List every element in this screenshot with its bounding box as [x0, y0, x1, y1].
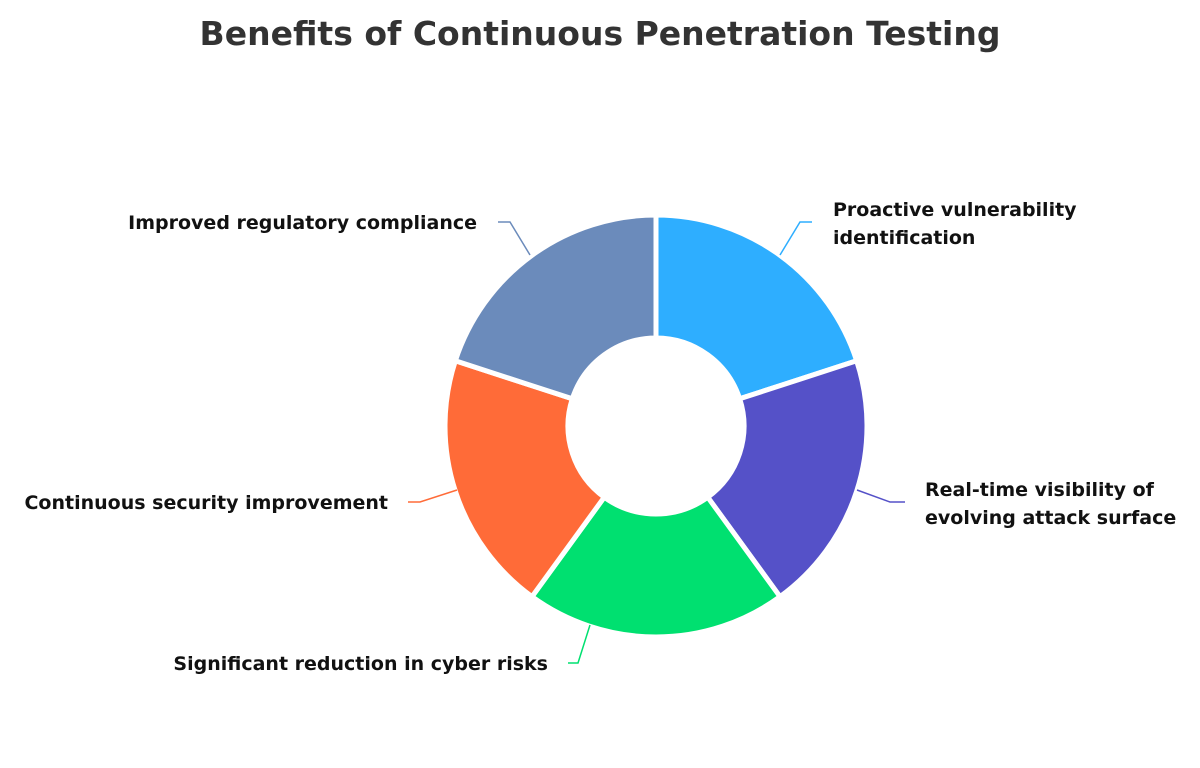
donut-slice: [705, 358, 870, 600]
donut-slice: [653, 212, 860, 402]
leader-line: [568, 624, 591, 664]
slice-label-line: Improved regulatory compliance: [128, 212, 477, 234]
slice-label-line: Proactive vulnerability: [833, 199, 1077, 221]
leader-line: [408, 489, 458, 503]
slice-label-line: Significant reduction in cyber risks: [173, 653, 548, 675]
donut-slice: [529, 494, 783, 640]
leader-line: [779, 221, 812, 256]
chart-title: Benefits of Continuous Penetration Testi…: [199, 14, 1001, 53]
slice-label: Real-time visibility of evolving attack s…: [925, 479, 1176, 529]
leader-line: [498, 221, 531, 256]
slice-label-line: Real-time visibility of: [925, 479, 1155, 501]
slice-label: Improved regulatory compliance: [128, 212, 477, 234]
slice-label: Significant reduction in cyber risks: [173, 653, 548, 675]
slice-label-line: evolving attack surface: [925, 507, 1176, 529]
slice-label-line: identification: [833, 227, 975, 249]
slice-label-line: Continuous security improvement: [24, 492, 388, 514]
leader-line: [856, 489, 905, 503]
slice-label: Continuous security improvement: [24, 492, 388, 514]
slice-label: Proactive vulnerability identification: [833, 199, 1077, 249]
donut-slice: [442, 358, 607, 600]
donut-slice: [452, 212, 659, 402]
